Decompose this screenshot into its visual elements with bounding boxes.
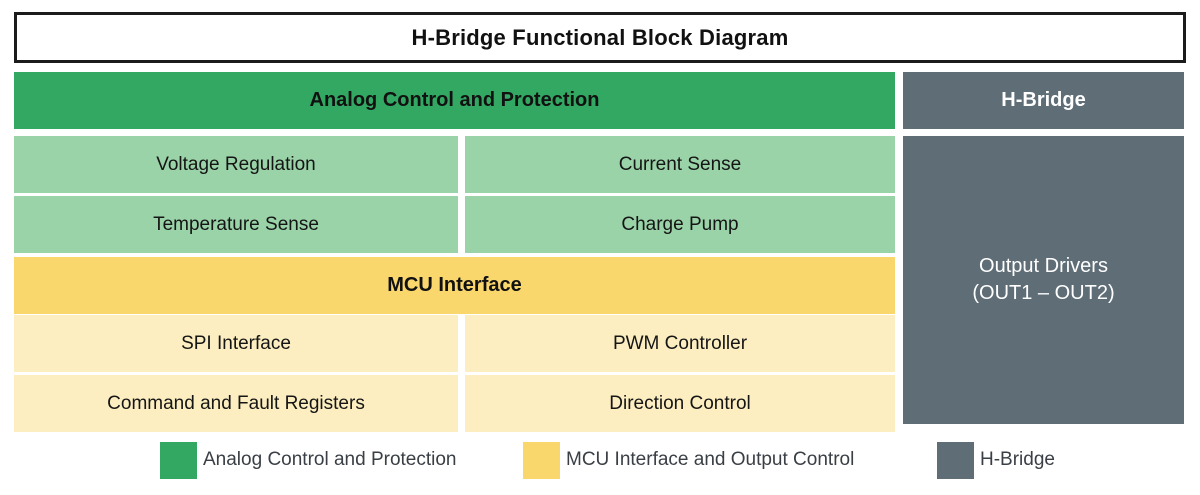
- block-charge-pump[interactable]: Charge Pump: [465, 196, 895, 253]
- output-drivers-label: Output Drivers: [979, 255, 1108, 277]
- analog-header-label: Analog Control and Protection: [309, 89, 600, 111]
- legend-label: MCU Interface and Output Control: [566, 449, 855, 470]
- analog-control-and-protection-header[interactable]: Analog Control and Protection: [14, 72, 895, 129]
- page-title: H-Bridge Functional Block Diagram: [411, 24, 789, 50]
- legend-swatch-green-icon: [160, 441, 197, 479]
- block-label: Current Sense: [618, 153, 742, 175]
- block-label: Voltage Regulation: [156, 153, 316, 175]
- hbridge-column: H-Bridge Output Drivers (OUT1 – OUT2): [903, 72, 1184, 424]
- analog-block-row-2: Temperature Sense Charge Pump: [14, 196, 895, 253]
- block-label: Command and Fault Registers: [107, 392, 365, 414]
- block-current-sense[interactable]: Current Sense: [465, 136, 895, 193]
- block-label: Temperature Sense: [153, 213, 319, 235]
- block-output-drivers[interactable]: Output Drivers (OUT1 – OUT2): [903, 136, 1184, 424]
- block-command-and-fault-registers[interactable]: Command and Fault Registers: [14, 375, 458, 432]
- block-direction-control[interactable]: Direction Control: [465, 375, 895, 432]
- functional-blocks-column: Analog Control and Protection Voltage Re…: [14, 72, 895, 432]
- legend-label: H-Bridge: [980, 449, 1055, 470]
- legend-swatch-gray-icon: [937, 441, 974, 479]
- output-drivers-pins-label: (OUT1 – OUT2): [972, 282, 1115, 304]
- legend-swatch-yellow-icon: [523, 441, 560, 479]
- diagram-title-box: H-Bridge Functional Block Diagram: [14, 12, 1186, 63]
- analog-block-row-1: Voltage Regulation Current Sense: [14, 136, 895, 193]
- legend-item-mcu: MCU Interface and Output Control: [523, 436, 854, 484]
- block-spi-interface[interactable]: SPI Interface: [14, 315, 458, 372]
- block-label: SPI Interface: [181, 332, 291, 354]
- block-temperature-sense[interactable]: Temperature Sense: [14, 196, 458, 253]
- hbridge-header[interactable]: H-Bridge: [903, 72, 1184, 129]
- hbridge-header-label: H-Bridge: [1001, 89, 1086, 111]
- mcu-interface-header[interactable]: MCU Interface: [14, 257, 895, 314]
- block-label: Direction Control: [609, 392, 751, 414]
- mcu-block-row-2: Command and Fault Registers Direction Co…: [14, 375, 895, 432]
- mcu-header-label: MCU Interface: [387, 274, 522, 296]
- block-label: Charge Pump: [621, 213, 739, 235]
- block-voltage-regulation[interactable]: Voltage Regulation: [14, 136, 458, 193]
- legend-label: Analog Control and Protection: [203, 449, 457, 470]
- legend-item-analog: Analog Control and Protection: [160, 436, 457, 484]
- block-pwm-controller[interactable]: PWM Controller: [465, 315, 895, 372]
- legend-item-hbridge: H-Bridge: [937, 436, 1055, 484]
- legend: Analog Control and Protection MCU Interf…: [0, 436, 1200, 484]
- block-label: PWM Controller: [612, 332, 748, 354]
- mcu-block-row-1: SPI Interface PWM Controller: [14, 315, 895, 372]
